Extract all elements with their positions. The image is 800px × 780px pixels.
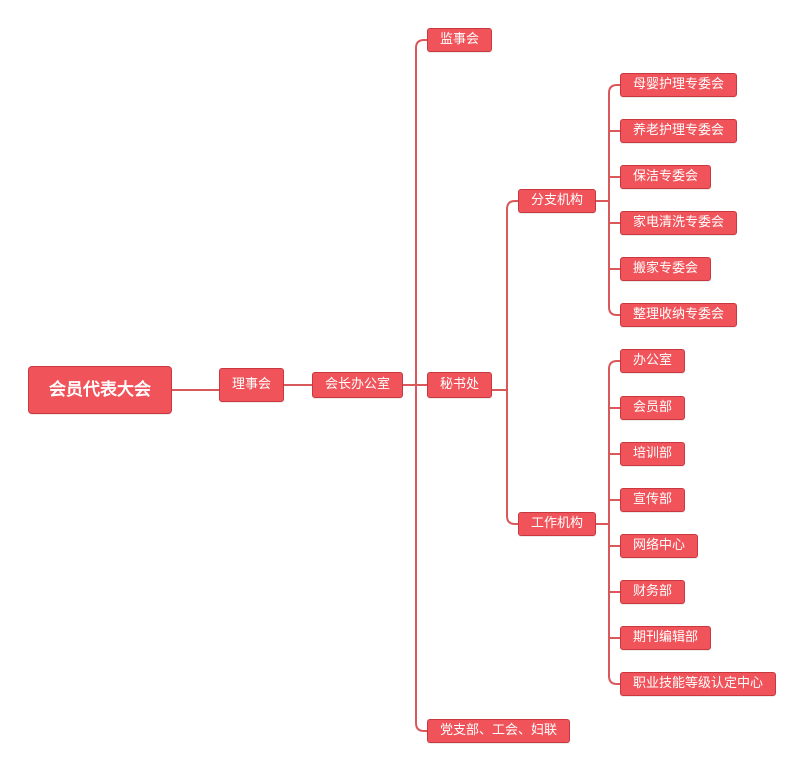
node-branch-item[interactable]: 家电清洗专委会 xyxy=(620,211,738,235)
node-work-item[interactable]: 宣传部 xyxy=(620,488,686,512)
node-work-item[interactable]: 期刊编辑部 xyxy=(620,626,712,650)
node-work[interactable]: 工作机构 xyxy=(518,512,597,536)
connector-line xyxy=(608,84,620,94)
node-branch[interactable]: 分支机构 xyxy=(518,189,597,213)
node-branch-item[interactable]: 养老护理专委会 xyxy=(620,119,738,143)
connector-line xyxy=(506,390,518,525)
node-secretariat[interactable]: 秘书处 xyxy=(427,372,493,398)
node-branch-item[interactable]: 保洁专委会 xyxy=(620,165,712,189)
connector-line xyxy=(608,360,620,370)
connector-line xyxy=(415,39,427,385)
node-branch-item[interactable]: 母婴护理专委会 xyxy=(620,73,738,97)
node-council[interactable]: 理事会 xyxy=(219,368,285,402)
node-work-item[interactable]: 财务部 xyxy=(620,580,686,604)
connector-line xyxy=(506,200,518,390)
node-supervisors[interactable]: 监事会 xyxy=(427,28,493,52)
node-work-item[interactable]: 网络中心 xyxy=(620,534,699,558)
node-branch-item[interactable]: 搬家专委会 xyxy=(620,257,712,281)
node-branch-item[interactable]: 整理收纳专委会 xyxy=(620,303,738,327)
node-party-union[interactable]: 党支部、工会、妇联 xyxy=(427,719,571,743)
connector-line xyxy=(608,675,620,685)
connector-line xyxy=(415,385,427,732)
connector-line xyxy=(608,306,620,316)
node-president-office[interactable]: 会长办公室 xyxy=(312,372,404,398)
node-work-item[interactable]: 会员部 xyxy=(620,396,686,420)
node-work-item[interactable]: 培训部 xyxy=(620,442,686,466)
node-member-congress[interactable]: 会员代表大会 xyxy=(28,366,172,414)
node-work-item[interactable]: 办公室 xyxy=(620,349,686,373)
node-work-item[interactable]: 职业技能等级认定中心 xyxy=(620,672,777,696)
